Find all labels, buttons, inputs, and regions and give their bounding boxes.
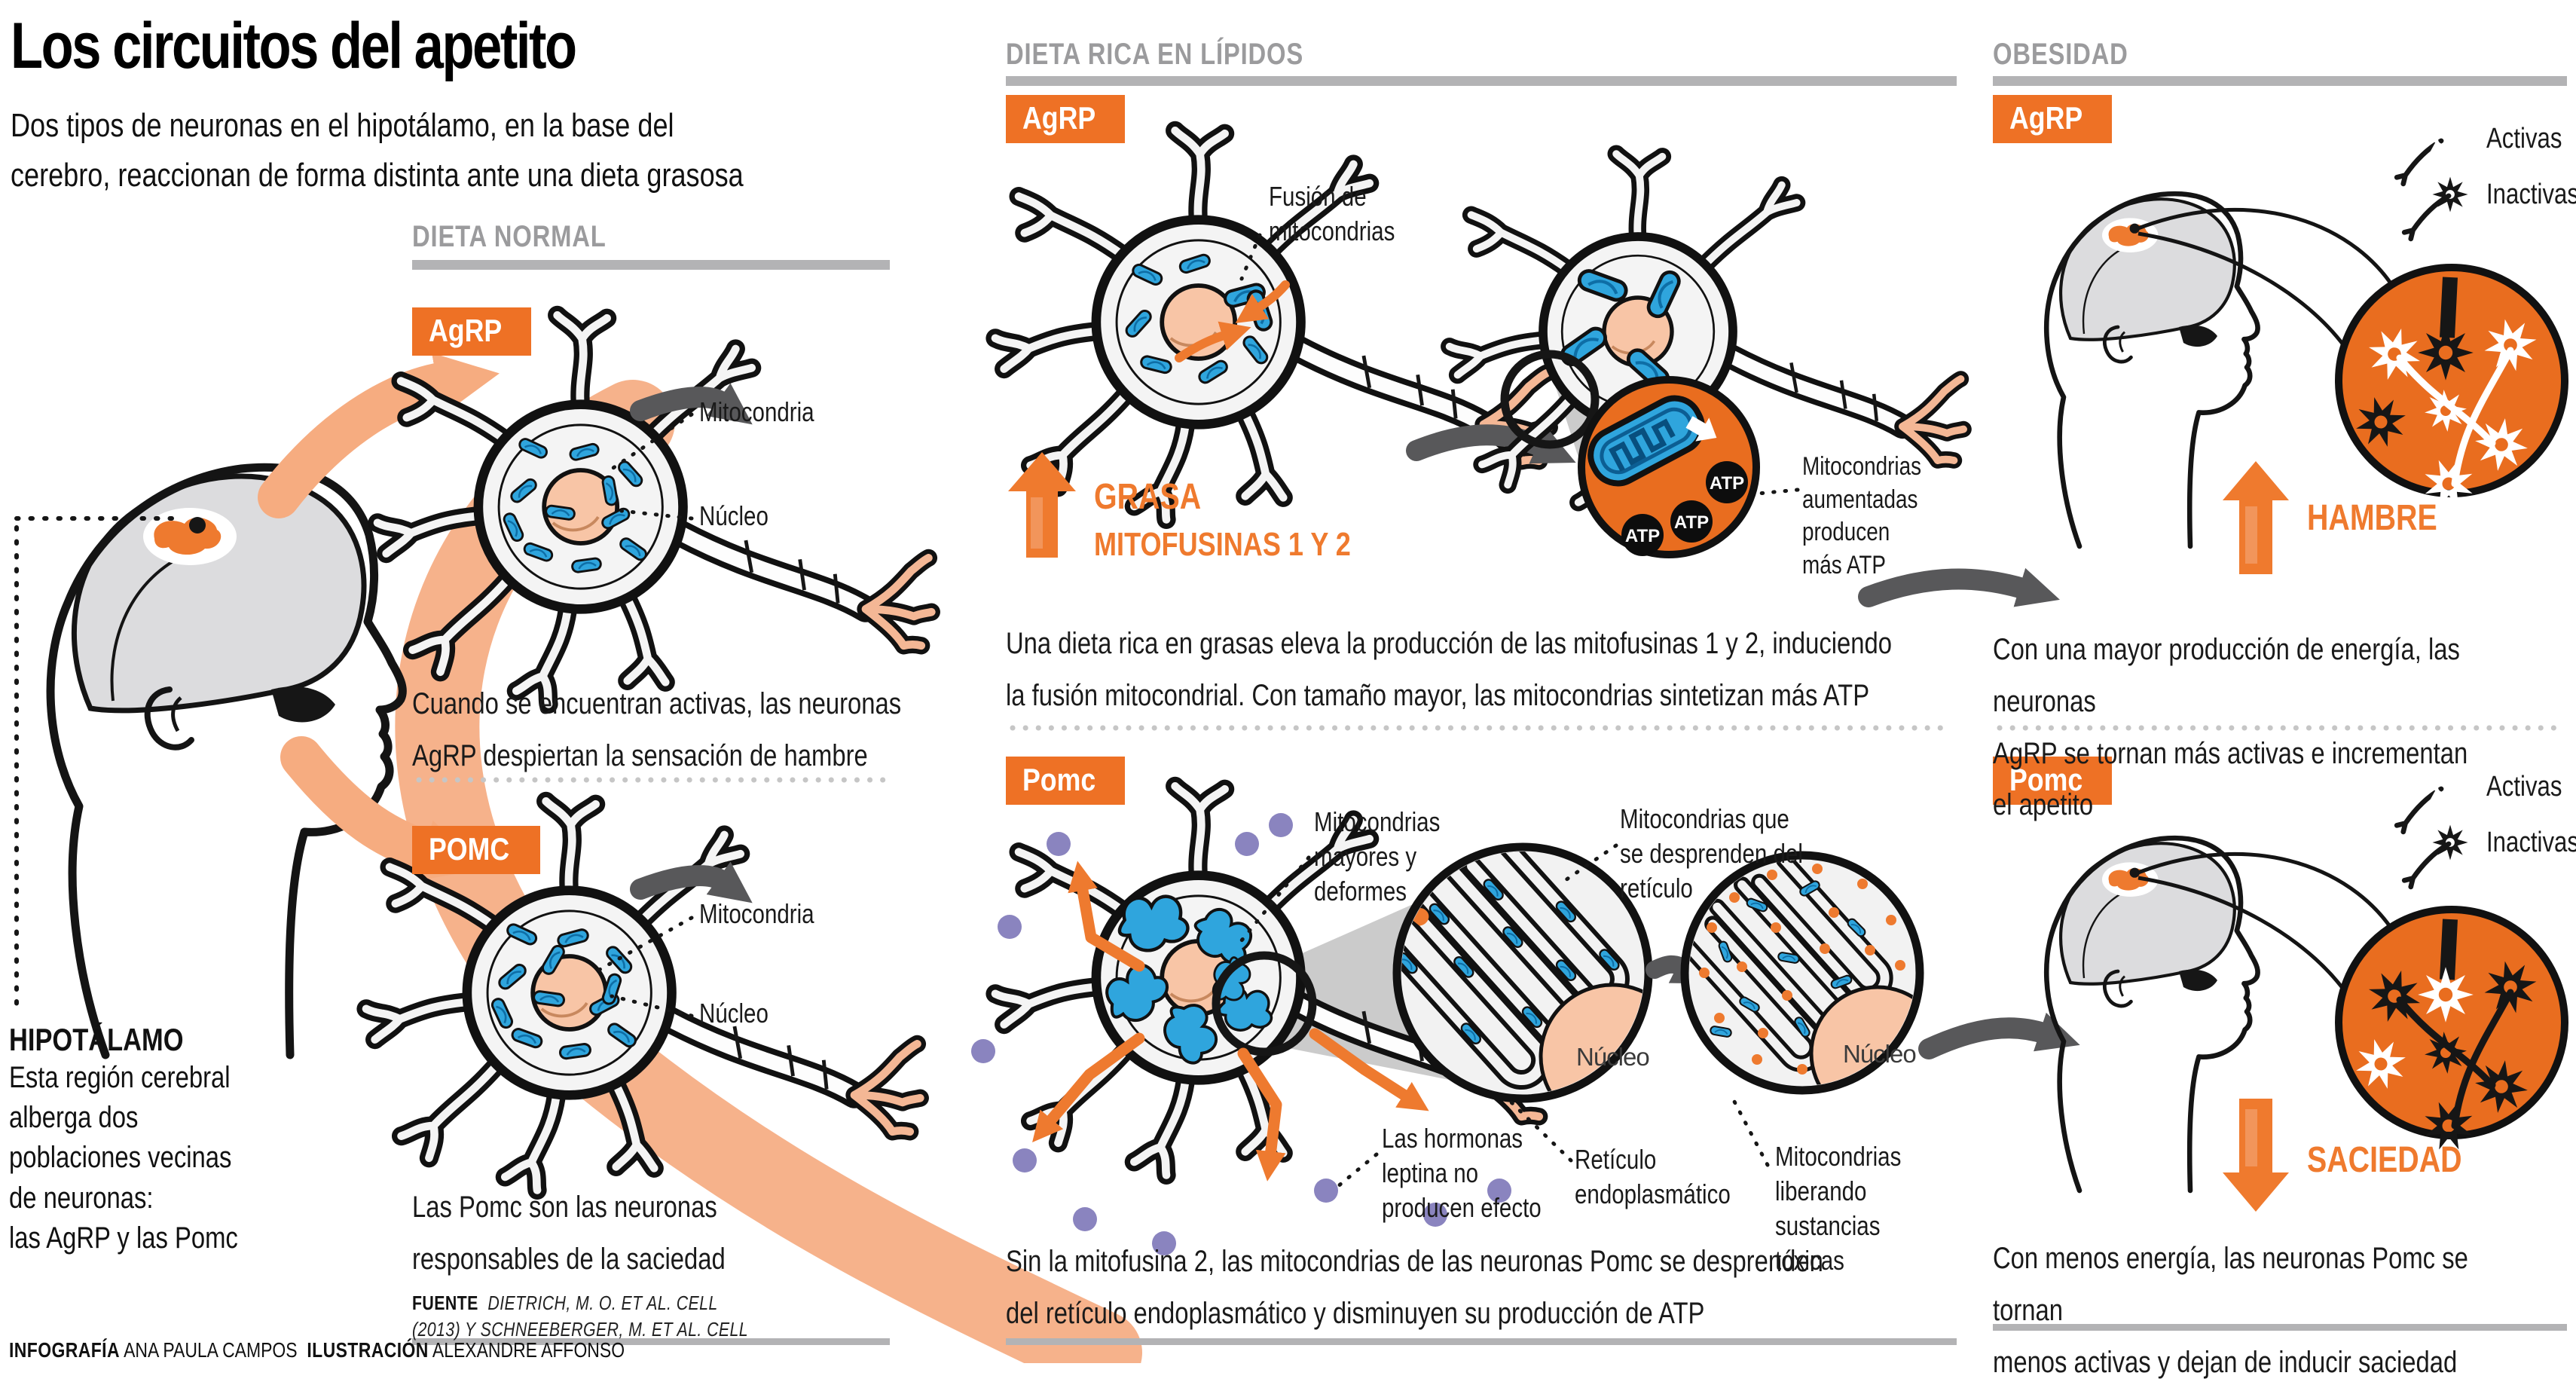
label-desprenden: Mitocondrias que se desprenden del retíc…	[1620, 803, 1803, 904]
source-note: FUENTE DIETRICH, M. O. ET AL. CELL (2013…	[412, 1290, 748, 1343]
legend-activas-label: Activas	[2486, 123, 2562, 154]
badge-pomc-label: Pomc	[1022, 762, 1096, 797]
badge-pomc-label: POMC	[429, 831, 510, 867]
label-nucleo-agrp: Núcleo	[699, 500, 769, 531]
page-title: Los circuitos del apetito	[11, 10, 577, 82]
label-mitocondria-agrp: Mitocondria	[699, 396, 814, 427]
neuron-pomc-normal	[366, 801, 920, 1190]
label-leptina: Las hormonas leptina no producen efecto	[1382, 1123, 1542, 1224]
label-mitofusinas: MITOFUSINAS 1 Y 2	[1094, 526, 1351, 563]
badge-pomc-obesidad: Pomc	[1993, 757, 2113, 805]
label-saciedad: SACIEDAD	[2307, 1140, 2462, 1180]
caption-pomc-normal: Las Pomc son las neuronas responsables d…	[412, 1191, 726, 1276]
label-grasa: GRASA	[1094, 477, 1202, 517]
hipotalamo-block: HIPOTÁLAMO Esta región cerebral alberga …	[9, 1022, 289, 1258]
section-rules	[412, 76, 2567, 1345]
badge-agrp-normal: AgRP	[412, 307, 532, 356]
arrow-er-detach	[1646, 946, 1716, 984]
header-dieta-normal: DIETA NORMAL	[412, 220, 607, 253]
caption-pomc-obesidad: Con menos energía, las neuronas Pomc se …	[1993, 1242, 2468, 1379]
grasa-up-arrow	[1008, 452, 1076, 558]
nucleus-label: Núcleo	[1843, 1040, 1916, 1068]
caption-agrp-normal: Cuando se encuentran activas, las neuron…	[412, 687, 902, 772]
badge-pomc-lipidos: Pomc	[1006, 757, 1126, 805]
caption-agrp-lipidos: Una dieta rica en grasas eleva la produc…	[1006, 627, 1893, 712]
arrow-agrp-normal-next	[630, 383, 753, 425]
arrow-pomc-to-obesity	[1918, 1012, 2080, 1059]
label-hambre: HAMBRE	[2307, 498, 2437, 538]
badge-pomc-label: Pomc	[2009, 762, 2083, 797]
label-reticulo: Retículo endoplasmático	[1575, 1144, 1731, 1210]
badge-agrp-label: AgRP	[1022, 100, 1096, 136]
source-line1: DIETRICH, M. O. ET AL. CELL	[487, 1292, 718, 1314]
label-mitocondria-pomc: Mitocondria	[699, 898, 814, 929]
saciedad-down-arrow	[2223, 1099, 2289, 1212]
label-mayores: Mitocondrias mayores y deformes	[1314, 806, 1441, 907]
legend-inactivas-label: Inactivas	[2486, 827, 2576, 858]
source-label: FUENTE	[412, 1292, 478, 1314]
label-aumentadas: Mitocondrias aumentadas producen más ATP	[1802, 452, 1922, 579]
obesity-circle-agrp	[2335, 264, 2568, 518]
hipotalamo-body: Esta región cerebral alberga dos poblaci…	[9, 1061, 238, 1255]
atp-label: ATP	[1674, 512, 1709, 533]
atp-label: ATP	[1710, 473, 1744, 494]
neuron-agrp-normal	[377, 315, 931, 704]
badge-pomc-normal: POMC	[412, 826, 540, 874]
atp-magnified-circle: ATP ATP ATP	[1578, 376, 1800, 558]
legend-inactivas-label: Inactivas	[2486, 179, 2576, 210]
caption-agrp-obesidad: Con una mayor producción de energía, las…	[1993, 633, 2468, 822]
nucleus-label: Núcleo	[1576, 1043, 1649, 1071]
legend-activas-label: Activas	[2486, 771, 2562, 803]
label-fusion: Fusión de mitocondrias	[1269, 181, 1395, 247]
label-nucleo-pomc: Núcleo	[699, 998, 769, 1029]
arrow-atp-to-obesity	[1858, 567, 2060, 607]
er-circle-detached: Núcleo	[1680, 851, 1924, 1167]
credit-infografia-name: ANA PAULA CAMPOS	[124, 1338, 298, 1362]
legend-agrp	[2397, 121, 2468, 238]
arrow-pomc-normal-next	[630, 861, 753, 903]
head-profile-large	[14, 467, 402, 1055]
label-toxicas: Mitocondrias liberando sustancias tóxica…	[1775, 1141, 1902, 1276]
neuron-agrp-fusion	[995, 130, 1549, 519]
hambre-up-arrow	[2223, 461, 2289, 574]
hipotalamo-title: HIPOTÁLAMO	[9, 1022, 184, 1057]
page-subtitle: Dos tipos de neuronas en el hipotálamo, …	[11, 107, 744, 194]
obesity-circle-pomc	[2335, 906, 2568, 1160]
credit-infografia-label: INFOGRAFÍA	[9, 1338, 120, 1362]
head-profile-small-agrp	[2046, 194, 2402, 546]
badge-agrp-label: AgRP	[429, 313, 503, 348]
credits: INFOGRAFÍA ANA PAULA CAMPOS ILUSTRACIÓN …	[9, 1338, 625, 1362]
head-profile-small-pomc	[2046, 838, 2402, 1191]
er-circle-attached: Núcleo	[1392, 842, 1653, 1163]
badge-agrp-obesidad: AgRP	[1993, 95, 2113, 143]
credit-ilustracion-name: ALEXANDRE AFFONSO	[432, 1338, 625, 1362]
header-dieta-lipidos: DIETA RICA EN LÍPIDOS	[1006, 38, 1304, 71]
source-line2: (2013) Y SCHNEEBERGER, M. ET AL. CELL	[412, 1318, 749, 1341]
badge-agrp-label: AgRP	[2009, 100, 2083, 136]
header-obesidad: OBESIDAD	[1993, 38, 2128, 71]
credit-ilustracion-label: ILUSTRACIÓN	[307, 1338, 429, 1362]
badge-agrp-lipidos: AgRP	[1006, 95, 1126, 143]
atp-label: ATP	[1625, 526, 1660, 546]
caption-pomc-lipidos: Sin la mitofusina 2, las mitocondrias de…	[1006, 1245, 1823, 1330]
